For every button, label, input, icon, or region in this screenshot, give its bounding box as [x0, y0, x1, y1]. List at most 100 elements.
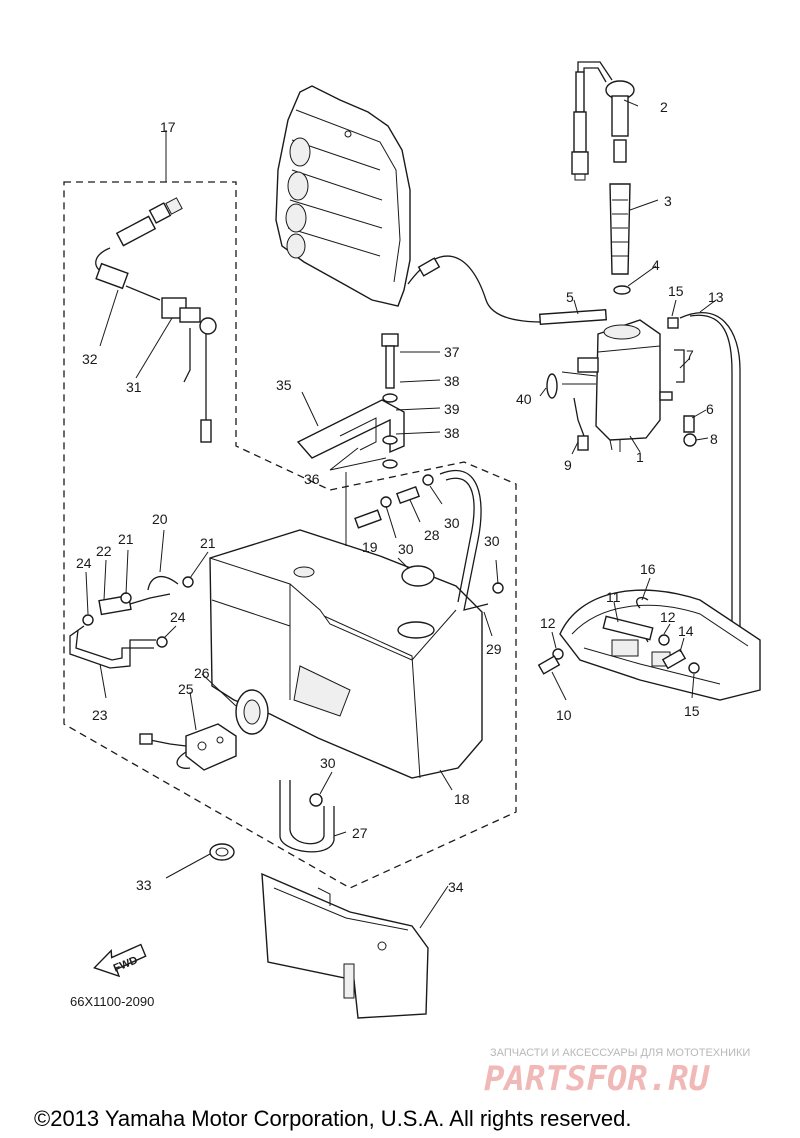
clip-30-mid-right — [422, 474, 434, 486]
callout-30-bottom: 30 — [320, 755, 336, 771]
callout-9: 9 — [564, 457, 572, 473]
hull-section — [559, 589, 761, 701]
callout-32: 32 — [82, 351, 98, 367]
hose-clip — [417, 257, 441, 277]
callout-21-right: 21 — [200, 535, 216, 551]
copyright-notice: ©2013 Yamaha Motor Corporation, U.S.A. A… — [34, 1106, 631, 1131]
callout-38-bottom: 38 — [444, 425, 460, 441]
bracket-34 — [261, 872, 429, 1019]
callout-5: 5 — [566, 289, 574, 305]
hose-5-segment — [538, 308, 608, 326]
bracket-7 — [674, 349, 685, 383]
pump-connector — [139, 733, 153, 745]
callout-35: 35 — [276, 377, 292, 393]
callout-33: 33 — [136, 877, 152, 893]
callout-24-left: 24 — [76, 555, 92, 571]
callout-22: 22 — [96, 543, 112, 559]
callout-25: 25 — [178, 681, 194, 697]
clamp-15 — [667, 317, 679, 329]
clip-33 — [209, 843, 235, 861]
callout-30-right: 30 — [484, 533, 500, 549]
washer-38-bottom — [382, 459, 398, 469]
callout-24-right: 24 — [170, 609, 186, 625]
harness-32 — [95, 197, 183, 301]
hose-20-inner — [129, 593, 171, 605]
screw-8 — [683, 433, 697, 447]
joint-14 — [661, 648, 687, 670]
callout-40: 40 — [516, 391, 532, 407]
callout-28: 28 — [424, 527, 440, 543]
callout-39: 39 — [444, 401, 460, 417]
hose-27-inner — [289, 780, 325, 845]
bolt-37 — [381, 333, 399, 389]
callout-4: 4 — [652, 257, 660, 273]
callout-29: 29 — [486, 641, 502, 657]
clip-24-left — [82, 614, 94, 626]
callout-3: 3 — [664, 193, 672, 209]
clip-12-left — [552, 648, 564, 660]
drawing-code: 66X1100-2090 — [70, 994, 154, 1009]
bracket-35 — [296, 399, 405, 459]
callout-36: 36 — [304, 471, 320, 487]
sensor-wire-9 — [573, 397, 585, 437]
fitting-6 — [683, 415, 695, 433]
group-17-boundary — [63, 181, 517, 889]
callout-6: 6 — [706, 401, 714, 417]
hose-stub — [354, 509, 382, 529]
oil-pump-25 — [185, 723, 237, 771]
oil-hose-13-inner — [689, 314, 733, 668]
leader-lines — [85, 99, 717, 929]
clip-30-mid-left — [380, 496, 392, 508]
clip-30-bottom — [309, 793, 323, 807]
collar-39 — [382, 435, 398, 445]
clip-12-right — [658, 634, 670, 646]
clip-16 — [636, 596, 649, 609]
callout-27: 27 — [352, 825, 368, 841]
hose-29 — [439, 469, 489, 611]
clip-24-right — [156, 636, 168, 648]
pump-wire — [149, 739, 187, 747]
callout-34: 34 — [448, 879, 464, 895]
oil-reservoir-1 — [577, 319, 673, 452]
callout-18: 18 — [454, 791, 470, 807]
callout-13: 13 — [708, 289, 724, 305]
callout-12-left: 12 — [540, 615, 556, 631]
harness-31 — [161, 297, 217, 443]
callout-20: 20 — [152, 511, 168, 527]
callout-1: 1 — [636, 449, 644, 465]
callout-31: 31 — [126, 379, 142, 395]
grommet-40 — [546, 373, 558, 399]
engine-cover — [275, 85, 411, 307]
oil-level-gauge-2 — [571, 61, 635, 181]
o-ring-4 — [613, 285, 631, 295]
fwd-arrow-icon: FWD — [93, 943, 147, 978]
clamp-15-lower — [688, 662, 700, 674]
hose-29-inner — [445, 477, 475, 603]
callout-10: 10 — [556, 707, 572, 723]
filter-26 — [235, 689, 269, 735]
clip-21-right — [182, 576, 194, 588]
callout-30-center: 30 — [398, 541, 414, 557]
callout-26: 26 — [194, 665, 210, 681]
callout-17: 17 — [160, 119, 176, 135]
watermark-tagline: ЗАПЧАСТИ И АКСЕССУАРЫ ДЛЯ МОТОТЕХНИКИ — [490, 1047, 750, 1059]
joint-28 — [395, 485, 421, 505]
hose-11-body — [602, 615, 654, 641]
callout-numbers: 17 2 3 4 5 15 13 7 6 8 1 9 40 32 31 35 3… — [76, 99, 724, 895]
callout-8: 8 — [710, 431, 718, 447]
callout-15-bottom: 15 — [684, 703, 700, 719]
hose-23 — [69, 625, 156, 669]
oil-filter-3 — [609, 183, 631, 275]
callout-23: 23 — [92, 707, 108, 723]
callout-14: 14 — [678, 623, 694, 639]
callout-15-top: 15 — [668, 283, 684, 299]
hose-23-inner — [75, 629, 154, 661]
pump-hose — [176, 751, 191, 769]
oil-tank-18 — [209, 529, 483, 779]
callout-30-mid: 30 — [444, 515, 460, 531]
washer-38-top — [382, 393, 398, 403]
callout-21-left: 21 — [118, 531, 134, 547]
hose-27 — [279, 780, 335, 853]
joint-10 — [537, 655, 561, 675]
